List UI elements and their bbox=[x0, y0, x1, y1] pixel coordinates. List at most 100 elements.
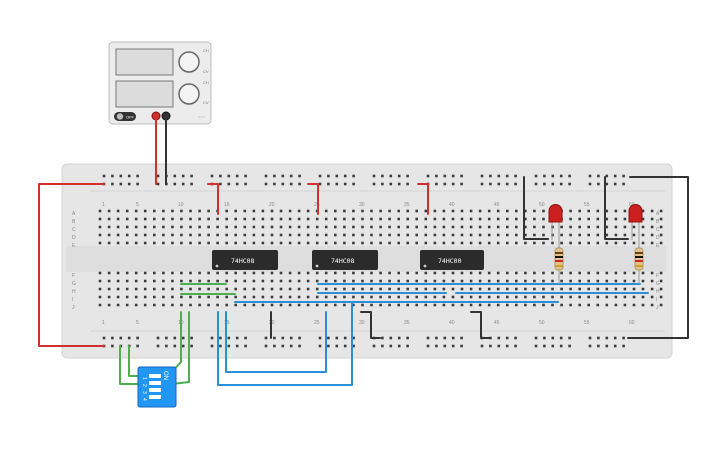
breadboard-hole[interactable] bbox=[107, 303, 111, 307]
breadboard-hole[interactable] bbox=[372, 182, 376, 186]
breadboard-hole[interactable] bbox=[451, 336, 455, 340]
breadboard-hole[interactable] bbox=[273, 182, 276, 186]
breadboard-hole[interactable] bbox=[478, 241, 482, 245]
resistor-1[interactable] bbox=[554, 240, 564, 284]
breadboard-hole[interactable] bbox=[397, 295, 400, 299]
breadboard-hole[interactable] bbox=[324, 271, 328, 275]
breadboard-hole[interactable] bbox=[542, 295, 545, 299]
breadboard-hole[interactable] bbox=[605, 182, 609, 186]
breadboard-hole[interactable] bbox=[334, 233, 337, 237]
breadboard-hole[interactable] bbox=[542, 217, 545, 221]
breadboard-hole[interactable] bbox=[605, 271, 609, 275]
breadboard-hole[interactable] bbox=[116, 287, 120, 291]
breadboard-hole[interactable] bbox=[289, 182, 293, 186]
breadboard-hole[interactable] bbox=[107, 287, 111, 291]
breadboard-hole[interactable] bbox=[469, 233, 473, 237]
breadboard-hole[interactable] bbox=[650, 303, 654, 307]
breadboard-hole[interactable] bbox=[252, 217, 256, 221]
breadboard-hole[interactable] bbox=[273, 174, 276, 178]
breadboard-hole[interactable] bbox=[460, 182, 463, 186]
breadboard-hole[interactable] bbox=[524, 209, 527, 213]
breadboard-hole[interactable] bbox=[207, 233, 210, 237]
breadboard-hole[interactable] bbox=[587, 295, 590, 299]
breadboard-hole[interactable] bbox=[480, 182, 484, 186]
breadboard-hole[interactable] bbox=[219, 174, 222, 178]
breadboard-hole[interactable] bbox=[478, 209, 482, 213]
breadboard-hole[interactable] bbox=[298, 344, 301, 348]
breadboard-hole[interactable] bbox=[460, 303, 464, 307]
breadboard-hole[interactable] bbox=[153, 303, 156, 307]
breadboard-hole[interactable] bbox=[381, 344, 384, 348]
breadboard-hole[interactable] bbox=[460, 287, 464, 291]
breadboard-hole[interactable] bbox=[370, 241, 373, 245]
breadboard-hole[interactable] bbox=[153, 279, 156, 283]
breadboard-hole[interactable] bbox=[433, 287, 437, 291]
breadboard-hole[interactable] bbox=[497, 344, 501, 348]
breadboard-hole[interactable] bbox=[588, 174, 592, 178]
breadboard-hole[interactable] bbox=[451, 271, 455, 275]
breadboard-hole[interactable] bbox=[622, 182, 625, 186]
breadboard-hole[interactable] bbox=[173, 344, 177, 348]
breadboard-hole[interactable] bbox=[270, 225, 274, 229]
breadboard-hole[interactable] bbox=[98, 233, 102, 237]
breadboard-hole[interactable] bbox=[605, 336, 609, 340]
breadboard-hole[interactable] bbox=[588, 344, 592, 348]
breadboard-hole[interactable] bbox=[433, 233, 437, 237]
breadboard-hole[interactable] bbox=[406, 344, 409, 348]
breadboard-hole[interactable] bbox=[243, 241, 247, 245]
breadboard-hole[interactable] bbox=[596, 217, 600, 221]
breadboard-hole[interactable] bbox=[134, 233, 138, 237]
breadboard-hole[interactable] bbox=[406, 287, 409, 291]
breadboard-hole[interactable] bbox=[435, 344, 438, 348]
breadboard-hole[interactable] bbox=[234, 287, 237, 291]
breadboard-hole[interactable] bbox=[388, 271, 391, 275]
breadboard-hole[interactable] bbox=[379, 241, 382, 245]
breadboard-hole[interactable] bbox=[397, 344, 401, 348]
breadboard-hole[interactable] bbox=[524, 217, 527, 221]
breadboard-hole[interactable] bbox=[632, 233, 636, 237]
breadboard-hole[interactable] bbox=[379, 287, 382, 291]
breadboard-hole[interactable] bbox=[134, 295, 138, 299]
breadboard-hole[interactable] bbox=[136, 336, 139, 340]
breadboard-hole[interactable] bbox=[273, 336, 276, 340]
breadboard-hole[interactable] bbox=[560, 233, 563, 237]
breadboard-hole[interactable] bbox=[596, 233, 600, 237]
breadboard-hole[interactable] bbox=[424, 287, 428, 291]
breadboard-hole[interactable] bbox=[181, 336, 185, 340]
breadboard-hole[interactable] bbox=[659, 287, 663, 291]
breadboard-hole[interactable] bbox=[334, 303, 337, 307]
breadboard-hole[interactable] bbox=[415, 217, 418, 221]
breadboard-hole[interactable] bbox=[370, 233, 373, 237]
breadboard-hole[interactable] bbox=[190, 336, 193, 340]
breadboard-hole[interactable] bbox=[156, 182, 160, 186]
dip-toggle[interactable] bbox=[149, 381, 161, 385]
breadboard-hole[interactable] bbox=[650, 209, 654, 213]
breadboard-hole[interactable] bbox=[252, 225, 256, 229]
breadboard-hole[interactable] bbox=[243, 209, 247, 213]
breadboard-hole[interactable] bbox=[505, 174, 509, 178]
blue-wire[interactable] bbox=[217, 301, 353, 386]
breadboard-hole[interactable] bbox=[361, 217, 364, 221]
breadboard-hole[interactable] bbox=[379, 295, 382, 299]
breadboard-hole[interactable] bbox=[111, 174, 114, 178]
breadboard-hole[interactable] bbox=[379, 217, 382, 221]
breadboard-hole[interactable] bbox=[306, 271, 310, 275]
black-wires[interactable] bbox=[165, 115, 689, 339]
breadboard-hole[interactable] bbox=[569, 271, 572, 275]
breadboard-hole[interactable] bbox=[487, 241, 491, 245]
chip-1[interactable]: 74HC08 bbox=[212, 250, 278, 270]
breadboard-hole[interactable] bbox=[524, 271, 527, 275]
breadboard-hole[interactable] bbox=[614, 295, 618, 299]
breadboard-hole[interactable] bbox=[189, 287, 192, 291]
breadboard-hole[interactable] bbox=[125, 233, 129, 237]
breadboard-hole[interactable] bbox=[568, 182, 571, 186]
breadboard-hole[interactable] bbox=[116, 295, 120, 299]
breadboard-hole[interactable] bbox=[180, 303, 183, 307]
breadboard-hole[interactable] bbox=[443, 182, 447, 186]
breadboard-hole[interactable] bbox=[560, 225, 563, 229]
breadboard-hole[interactable] bbox=[334, 217, 337, 221]
breadboard-hole[interactable] bbox=[297, 241, 301, 245]
breadboard-hole[interactable] bbox=[288, 271, 292, 275]
breadboard-hole[interactable] bbox=[489, 182, 492, 186]
breadboard-hole[interactable] bbox=[343, 295, 346, 299]
